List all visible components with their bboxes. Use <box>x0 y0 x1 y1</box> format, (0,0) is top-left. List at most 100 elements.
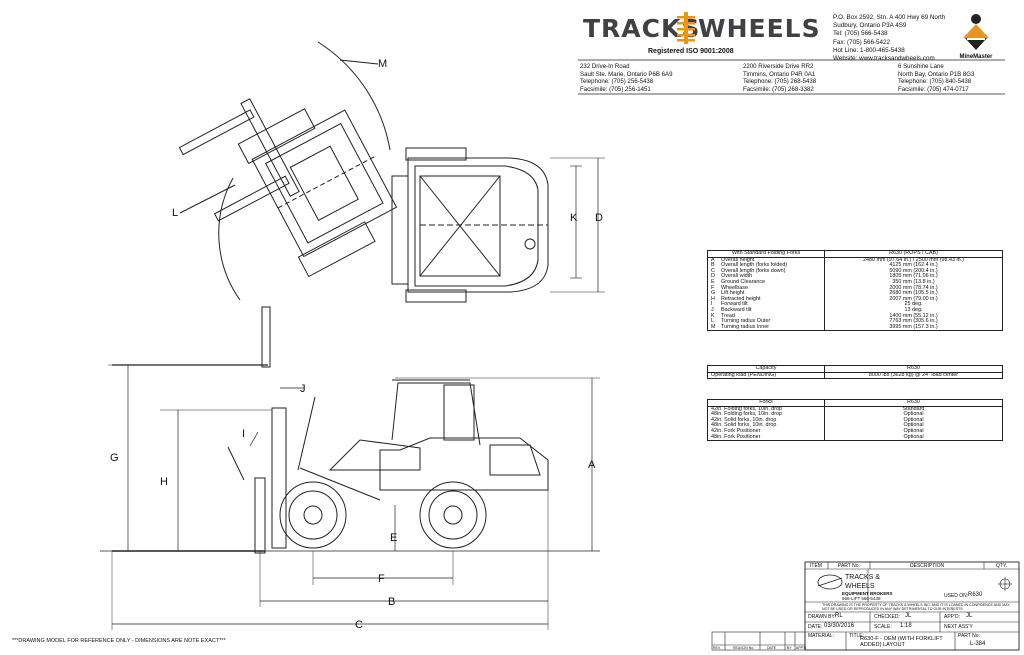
list-item: K <box>711 312 715 319</box>
dim-label-e: E <box>390 532 398 544</box>
tb-logo-line1: TRACKS & <box>845 574 881 581</box>
contact-line: Fax: (705) 566-5422 <box>833 38 891 46</box>
tb-description-header: DESCRIPTION <box>910 563 945 569</box>
list-item: Optional <box>903 422 924 429</box>
list-item: 13 deg. <box>904 306 923 313</box>
list-item: 1805 mm (71.06 in.) <box>889 273 938 280</box>
tb-used-on-value: R630 <box>968 592 983 598</box>
tb-scale-value: 1:18 <box>900 623 912 629</box>
forks-table: Forks R630 42in. Folding forks, 10in. dr… <box>707 399 1003 442</box>
dim-label-i: I <box>242 428 246 440</box>
tb-part-no-value: L-384 <box>970 641 986 647</box>
list-item: Backward tilt <box>721 306 752 313</box>
list-item: 2000 mm (78.74 in.) <box>889 284 938 291</box>
tb-qty-header: QTY. <box>996 563 1008 569</box>
list-item: 42in. Fork Positioner <box>711 427 761 434</box>
list-item: Overall width <box>721 273 753 280</box>
address-line: Telephone: (705) 256-5438 <box>580 78 654 86</box>
list-item: I <box>711 301 713 308</box>
address-line: Telephone: (705) 840-5438 <box>898 78 972 86</box>
list-item: 2480 mm (97.64 in.) / 2500 mm (98.43 in.… <box>863 256 964 263</box>
list-item: 5090 mm (200.4 in.) <box>889 267 938 274</box>
list-item: Turning radius Inner <box>721 323 770 330</box>
titleblock-logo-icon <box>817 574 843 590</box>
list-item: Optional <box>903 416 924 423</box>
tb-material-label: MATERIAL: <box>808 633 835 639</box>
dim-label-j: J <box>300 383 306 395</box>
table-cell: 42in. Folding forks, 10in. drop 48in. Fo… <box>707 405 825 442</box>
list-item: Turning radius Outer <box>721 318 771 325</box>
contact-line: Hot Line: 1-800-465-5438 <box>833 46 905 54</box>
tb-partno-header: PART No. <box>838 563 860 569</box>
head-office-contact: P.O. Box 2592, Stn. A 400 Hwy 69 North S… <box>833 14 945 63</box>
address-northbay: 6 Sunshine Lane North Bay, Ontario P1B 8… <box>898 63 974 93</box>
rev-col-date: DATE <box>767 646 777 650</box>
rev-col-appd: APP'D <box>796 646 807 650</box>
dim-label-l: L <box>172 207 179 219</box>
brand-mark-icon <box>677 12 695 44</box>
tb-checked-value: JL <box>905 613 912 619</box>
contact-line: Website: www.tracksandwheels.com <box>833 55 935 63</box>
list-item: 4125 mm (162.4 in.) <box>889 262 938 269</box>
tb-drawn-by-label: DRAWN BY: <box>808 614 836 620</box>
contact-line: Tel: (705) 566-5438 <box>833 30 888 38</box>
tb-scale-label: SCALE: <box>874 624 892 630</box>
list-item: Optional <box>903 411 924 418</box>
rev-col-by: BY <box>787 646 792 650</box>
top-view-loader <box>178 41 605 303</box>
list-item: Retracted height <box>721 295 761 302</box>
list-item: Lift height <box>721 290 745 297</box>
list-item: Tread <box>721 312 735 319</box>
table-cell: 2480 mm (97.64 in.) / 2500 mm (98.43 in.… <box>824 256 1003 332</box>
rev-col-rev: REV. <box>713 646 721 650</box>
list-item: Optional <box>903 427 924 434</box>
table-cell: A B C D E F G H I J K L M <box>707 256 825 332</box>
address-line: Timmins, Ontario P4R 0A1 <box>743 70 816 78</box>
dim-label-g: G <box>110 452 119 464</box>
list-item: Overall length (forks folded) <box>721 262 788 269</box>
list-item: Forward tilt <box>721 301 748 308</box>
tb-next-assy: NEXT ASS'Y <box>944 624 973 630</box>
list-item: H <box>711 295 715 302</box>
tb-date-value: 03/30/2016 <box>824 623 855 629</box>
list-item: D <box>711 273 715 280</box>
table-cell: Operating load (PENDING) <box>707 371 825 380</box>
address-timmins: 2200 Riverside Drive RR2 Timmins, Ontari… <box>743 63 816 93</box>
list-item: B <box>711 262 715 269</box>
contact-line: Sudbury, Ontario P3A 4S9 <box>833 22 907 30</box>
list-item: 7763 mm (305.6 in.) <box>889 318 938 325</box>
dim-label-f: F <box>378 573 385 585</box>
dim-label-b: B <box>388 596 396 608</box>
list-item: 48in. Folding forks, 10in. drop <box>711 411 783 418</box>
side-view-loader <box>100 306 600 630</box>
company-logo: TRACKS WHEELS <box>583 10 820 54</box>
address-line: 2200 Riverside Drive RR2 <box>743 63 814 70</box>
list-item: 3995 mm (157.3 in.) <box>889 323 938 330</box>
list-item: 42in. Solid forks, 10in. drop <box>711 416 777 423</box>
tb-title-value: R630-F - OEM (WITH FORKLIFT ADDED) LAYOU… <box>860 636 943 649</box>
letter-column: A B C D E F G H I J K L M <box>711 256 721 331</box>
name-column: Overall height Overall length (forks fol… <box>721 257 788 331</box>
list-item: Ground Clearance <box>721 278 766 285</box>
address-line: 232 Drive-In Road <box>580 63 630 70</box>
address-line: Facsimile: (705) 256-1451 <box>580 85 651 93</box>
address-line: Facsimile: (705) 268-3382 <box>743 85 814 93</box>
rev-col-reason: REASON No. <box>733 646 755 650</box>
dim-label-d: D <box>595 212 603 224</box>
tb-title-label: TITLE: <box>849 633 865 639</box>
footer-note: ***DRAWING MODEL FOR REFERENCE ONLY - DI… <box>12 638 226 644</box>
address-line: North Bay, Ontario P1B 8G3 <box>898 70 975 78</box>
minemaster-label: MineMaster <box>959 54 993 60</box>
minemaster-logo: MineMaster <box>953 12 999 62</box>
tb-item-header: ITEM <box>810 563 822 569</box>
list-item: J <box>711 306 714 313</box>
list-item: L <box>711 318 714 325</box>
list-item: A <box>711 256 715 263</box>
capacity-table: Capacity R630 Operating load (PENDING) 8… <box>707 365 1003 380</box>
iso-registration: Registered ISO 9001:2008 <box>648 48 734 55</box>
tb-logo-line2: WHEELS <box>845 583 875 590</box>
list-item: G <box>711 290 716 297</box>
dim-label-m: M <box>378 58 388 70</box>
